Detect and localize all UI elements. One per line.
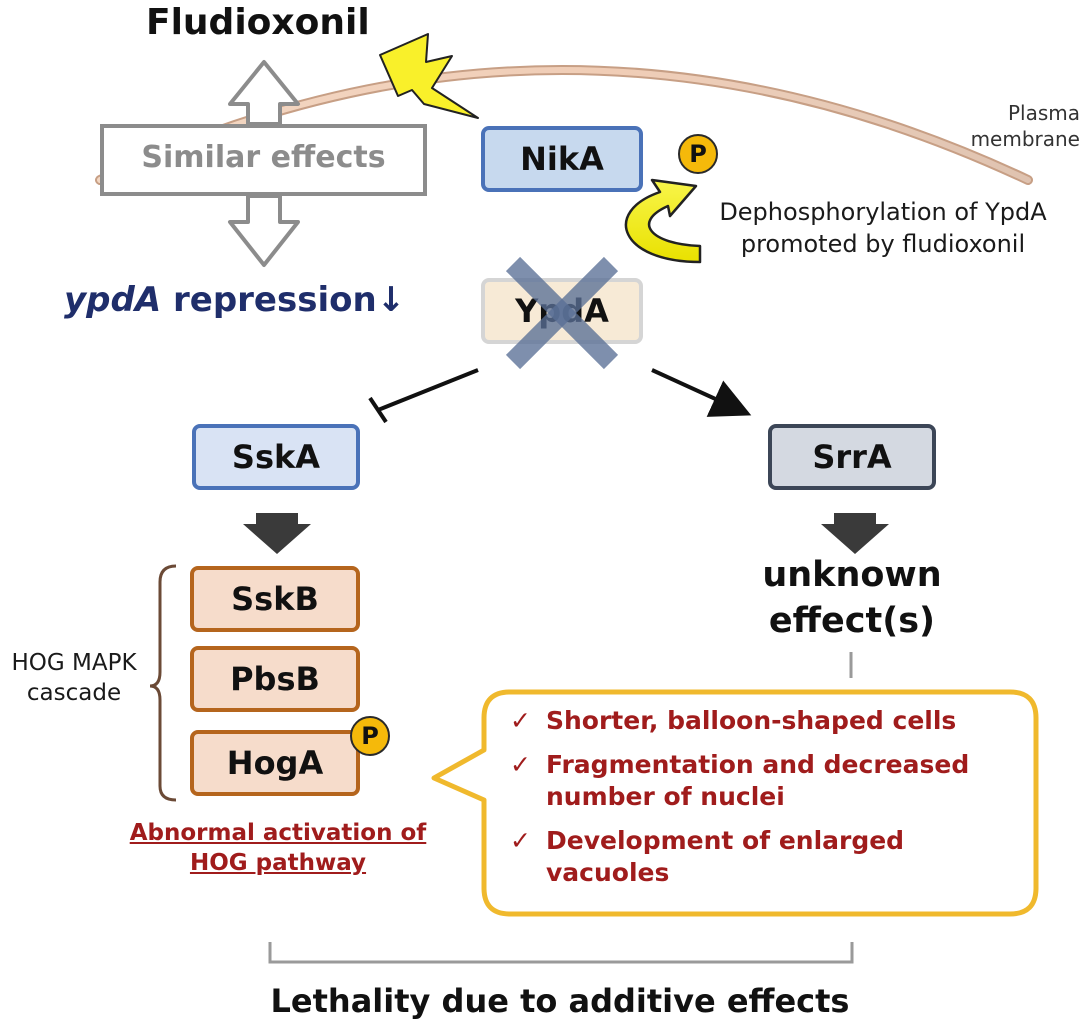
pbsb-box: PbsB	[190, 646, 360, 712]
repression-text: repression↓	[161, 280, 406, 320]
phenotype-item: ✓ Fragmentation and decreased number of …	[510, 750, 970, 811]
phospho-badge-nika: P	[678, 134, 718, 174]
plasma-membrane-label: Plasma membrane	[970, 101, 1080, 151]
similar-effects-label: Similar effects	[141, 140, 386, 175]
srra-box: SrrA	[768, 424, 936, 490]
hog-cascade-label: HOG MAPK cascade	[11, 650, 137, 706]
dephosphorylation-note: Dephosphorylation of YpdA promoted by fl…	[719, 198, 1047, 258]
pbsb-label: PbsB	[230, 660, 320, 698]
phospho-badge-hoga: P	[350, 716, 390, 756]
check-icon: ✓	[510, 750, 531, 779]
nika-box: NikA	[481, 126, 643, 192]
hoga-label: HogA	[226, 744, 324, 782]
phenotype-callout	[431, 689, 1039, 917]
inhibition-line	[377, 368, 479, 412]
abnormal-activation-label: Abnormal activation of HOG pathway	[129, 820, 427, 876]
unknown-effects-label: unknown effect(s)	[762, 555, 942, 641]
sska-down-arrow	[243, 513, 311, 554]
srra-down-arrow	[821, 513, 889, 554]
sska-label: SskA	[231, 438, 321, 476]
hoga-box: HogA	[190, 730, 360, 796]
cascade-bracket	[149, 564, 177, 802]
sskb-label: SskB	[231, 580, 319, 618]
ypda-repression-label: ypdA repression↓	[64, 280, 405, 320]
similar-effects-box	[100, 124, 427, 196]
lightning-bolt-icon	[379, 33, 479, 119]
activation-arrow	[651, 368, 752, 417]
sskb-box: SskB	[190, 566, 360, 632]
sska-box: SskA	[192, 424, 360, 490]
check-icon: ✓	[510, 706, 531, 735]
dephosphorylation-arrow	[624, 178, 702, 264]
lethality-bracket	[268, 942, 854, 964]
srra-label: SrrA	[812, 438, 892, 476]
conclusion-label: Lethality due to additive effects	[270, 982, 850, 1020]
phenotype-item: ✓ Development of enlarged vacuoles	[510, 826, 905, 887]
similar-effects-up-arrow	[228, 60, 300, 126]
nika-label: NikA	[520, 140, 604, 178]
phenotype-item: ✓ Shorter, balloon-shaped cells	[510, 706, 957, 735]
compound-title: Fludioxonil	[146, 2, 370, 43]
ypda-cross-icon	[505, 256, 619, 370]
check-icon: ✓	[510, 826, 531, 855]
ypda-gene-name: ypdA	[64, 280, 162, 320]
similar-effects-down-arrow	[228, 194, 300, 267]
phenotype-list: ✓ Shorter, balloon-shaped cells ✓ Fragme…	[510, 705, 1010, 901]
